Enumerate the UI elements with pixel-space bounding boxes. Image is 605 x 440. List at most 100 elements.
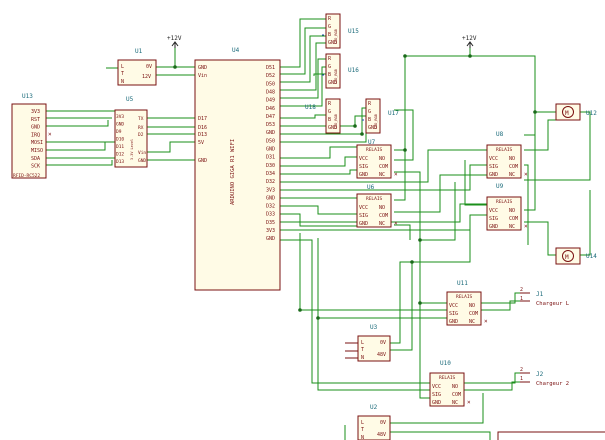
led-label: LED_RGB xyxy=(334,29,338,44)
ls-pin-d11: D11 xyxy=(116,144,124,150)
arduino-pin-d47: D47 xyxy=(266,114,275,120)
svg-text:U10: U10 xyxy=(440,360,451,367)
arduino-pin-d53: D53 xyxy=(266,122,275,128)
arduino-title: ARDUINO GIGA R1 WIFI xyxy=(230,139,236,205)
svg-text:Chargeur 2: Chargeur 2 xyxy=(536,381,569,387)
svg-text:2: 2 xyxy=(520,287,523,293)
relay-pin-nc: NC xyxy=(379,221,385,227)
svg-text:U8: U8 xyxy=(496,131,504,138)
relay-pin-com: COM xyxy=(452,392,461,398)
relay-body xyxy=(429,372,465,407)
power-symbol-12v-left: +12V xyxy=(167,35,182,48)
u2-regulator: U2 L T N 0V 48V xyxy=(357,404,391,440)
relay-pin-vcc: VCC xyxy=(432,384,441,390)
arduino-pin-d32: D32 xyxy=(266,179,275,185)
arduino-pin-d52: D52 xyxy=(266,73,275,79)
arduino-pin-d35: D35 xyxy=(266,220,275,226)
led-pin-r: R xyxy=(328,16,332,22)
u1-regulator: U1 L T N 0V 12V xyxy=(117,48,157,86)
led-body xyxy=(325,98,341,134)
svg-text:U3: U3 xyxy=(370,324,378,331)
arduino-pin-vin: Vin xyxy=(198,73,207,79)
rfid-pin-rst: RST xyxy=(31,117,40,123)
j1-connector: 2 1 J1 Chargeur L xyxy=(520,287,570,307)
svg-text:M: M xyxy=(565,254,569,261)
led-pin-r: R xyxy=(328,56,332,62)
led-body xyxy=(325,53,341,89)
ls-pin-rx: RX xyxy=(138,125,144,131)
svg-text:12V: 12V xyxy=(142,74,151,80)
led-pin-g: G xyxy=(328,24,331,30)
relay-title: RELAIS xyxy=(366,147,383,153)
relay-title: RELAIS xyxy=(496,147,513,153)
rfid-pin-3v3: 3V3 xyxy=(31,109,40,115)
led-pin-gnd: GND xyxy=(328,125,337,131)
led-pin-b: B xyxy=(328,32,331,38)
svg-text:Chargeur L: Chargeur L xyxy=(536,301,570,307)
arduino-pin-3v3: 3V3 xyxy=(266,228,275,234)
relay-pin-sig: SIG xyxy=(432,392,441,398)
no-connect-mark: × xyxy=(394,171,398,178)
relay-pin-vcc: VCC xyxy=(359,205,368,211)
relay-pin-gnd: GND xyxy=(359,172,368,178)
svg-text:U13: U13 xyxy=(22,93,33,100)
relay-pin-sig: SIG xyxy=(489,164,498,170)
relay-pin-gnd: GND xyxy=(449,319,458,325)
arduino-pin-gnd: GND xyxy=(266,195,275,201)
ls-pin-d2: D2 xyxy=(138,132,144,138)
arduino-pin-gnd: GND xyxy=(198,158,207,164)
svg-text:U2: U2 xyxy=(370,404,378,411)
relay-pin-no: NO xyxy=(509,208,515,214)
led-pin-g: G xyxy=(328,109,331,115)
rfid-pin-irq: IRQ xyxy=(31,132,40,138)
svg-text:U1: U1 xyxy=(135,48,143,55)
ls-pin-d13: D13 xyxy=(116,159,124,165)
svg-text:0V: 0V xyxy=(380,420,386,426)
svg-text:48V: 48V xyxy=(377,432,386,438)
rfid-label: RFID-RC522 xyxy=(13,173,40,179)
relay-pin-nc: NC xyxy=(452,400,458,406)
ls-pin-tx: TX xyxy=(138,116,144,122)
relay-pin-nc: NC xyxy=(379,172,385,178)
svg-text:U12: U12 xyxy=(586,110,597,117)
power-label: +12V xyxy=(462,35,477,42)
ls-pin-d9: D9 xyxy=(116,129,122,135)
relay-title: RELAIS xyxy=(366,196,383,202)
relay-pin-com: COM xyxy=(379,164,388,170)
relay-body xyxy=(446,291,482,326)
u14-motor: M U14 xyxy=(555,247,597,265)
svg-text:2: 2 xyxy=(520,367,523,373)
arduino-pin-d34: D34 xyxy=(266,171,275,177)
arduino-pin-d50: D50 xyxy=(266,138,275,144)
svg-text:T: T xyxy=(361,347,364,353)
relay-pin-sig: SIG xyxy=(359,213,368,219)
svg-text:U16: U16 xyxy=(348,67,359,74)
relay-pin-sig: SIG xyxy=(359,164,368,170)
rfid-pin-miso: MISO xyxy=(31,148,43,154)
relay-pin-com: COM xyxy=(379,213,388,219)
no-connect-mark: × xyxy=(394,220,398,227)
rfid-pin-sck: SCK xyxy=(31,164,40,170)
relay-pin-gnd: GND xyxy=(489,224,498,230)
led-pin-gnd: GND xyxy=(328,40,337,46)
svg-text:U4: U4 xyxy=(232,47,240,54)
relay-pin-no: NO xyxy=(509,156,515,162)
u3-regulator: U3 L T N 0V 48V xyxy=(345,324,391,362)
led-label: LED_RGB xyxy=(334,114,338,129)
relay-pin-no: NO xyxy=(379,205,385,211)
rfid-pin-gnd: GND xyxy=(31,125,40,131)
arduino-pin-gnd: GND xyxy=(198,65,207,71)
arduino-right-pins: D51D52D50D48D49D46D47D53GNDD50GNDD31D30D… xyxy=(266,65,275,242)
svg-text:L: L xyxy=(121,64,124,70)
relay-pin-vcc: VCC xyxy=(449,303,458,309)
svg-text:U6: U6 xyxy=(367,184,375,191)
relay-pin-vcc: VCC xyxy=(359,156,368,162)
relay-pin-vcc: VCC xyxy=(489,208,498,214)
relay-body xyxy=(486,196,522,231)
svg-text:×: × xyxy=(48,131,52,138)
svg-text:M: M xyxy=(565,110,569,117)
